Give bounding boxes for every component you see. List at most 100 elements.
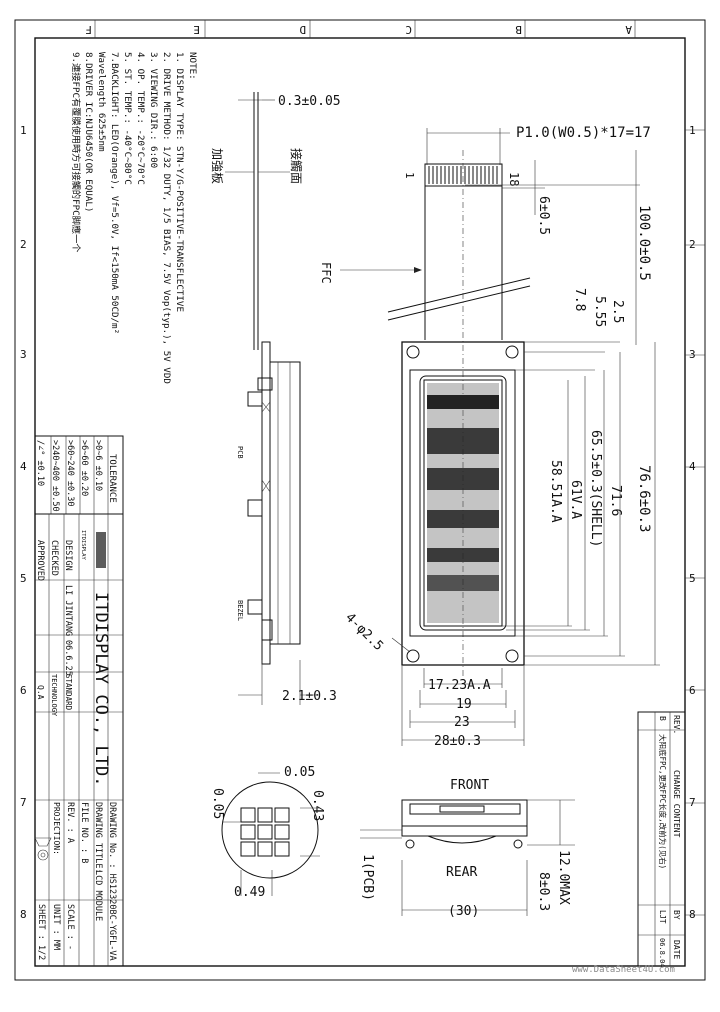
dim-17-23-aa: 17.23A.A <box>428 678 491 693</box>
dim-71-6: 71.6 <box>608 485 623 516</box>
pin-detail: 0.05 0.05 0.43 0.49 <box>210 765 325 900</box>
note-line: 7.BACKLIGHT: LED(Orange), Vf=5.0V, If<15… <box>109 52 120 334</box>
note-line: 3. VIEWING DIR.: 6:00 <box>148 52 159 168</box>
dim-12-max: 12.0MAX <box>556 850 571 905</box>
title-block: DESIGN CHECKED APPROVED LI JINTANG 06.6.… <box>34 513 124 967</box>
dim-19: 19 <box>456 697 472 712</box>
rev-entry: B <box>658 716 667 721</box>
tb-design-label: DESIGN <box>63 540 73 571</box>
tb-designer: LI JINTANG <box>63 585 73 636</box>
border-letter: D <box>299 23 306 36</box>
dim-5-55: 5.55 <box>592 296 607 327</box>
tb-checked-label: CHECKED <box>49 540 59 576</box>
dim-100: 100.0±0.5 <box>636 205 652 281</box>
dim-61-va: 61V.A <box>568 480 583 519</box>
dim-pin-005-left: 0.05 <box>210 788 225 819</box>
border-number: 8 <box>20 908 27 921</box>
tolerance-table: TOLERANCE >0~6 ±0.10 >6~60 ±0.20 >60~240… <box>34 435 124 515</box>
dim-65-5-shell: 65.5±0.3(SHELL) <box>588 430 603 547</box>
date-header: DATE <box>672 940 681 959</box>
dim-58-51-aa: 58.51A.A <box>548 460 563 523</box>
dim-23: 23 <box>454 715 470 730</box>
dim-pcb-1: 1(PCB) <box>360 854 375 901</box>
dim-pin-005-top: 0.05 <box>284 765 315 780</box>
tolerance-row: >60~240 ±0.30 <box>65 440 75 507</box>
drawing-number: DRAWING No. : HS12320BC-YGFL-VA <box>107 802 117 961</box>
projection-symbol-icon <box>34 837 52 861</box>
border-number: 8 <box>689 908 696 921</box>
dim-2-5: 2.5 <box>610 300 625 323</box>
tb-technology: TECHNOLOGY <box>50 674 58 717</box>
border-number: 7 <box>689 796 696 809</box>
watermark: www.DataSheet4U.com <box>572 965 675 975</box>
dim-28: 28±0.3 <box>434 734 481 749</box>
border-number: 2 <box>689 238 696 251</box>
dim-thickness-top: 0.3±0.05 <box>278 94 341 109</box>
dim-thickness-bottom: 2.1±0.3 <box>282 689 337 704</box>
file-number: FILE NO. : B <box>79 802 89 863</box>
change-content-entry: 大阳底FPC,更改FPC长度,改前为(见右) <box>658 734 668 869</box>
tb-standard: STANDARD <box>64 674 73 711</box>
notes-title: NOTE: <box>187 52 198 80</box>
border-number: 6 <box>20 684 27 697</box>
change-content-header: CHANGE CONTENT <box>672 770 681 838</box>
border-letter: C <box>405 23 412 36</box>
front-view: P1.0(W0.5)*17=17 1 18 6±0.5 <box>342 125 660 749</box>
label-contact-face: 接觸面 <box>289 148 304 184</box>
tolerance-row: >240~400 ±0.50 <box>50 440 60 512</box>
dim-pin-043: 0.43 <box>310 790 325 821</box>
border-letter: B <box>515 23 522 36</box>
dim-7-8: 7.8 <box>572 288 587 311</box>
border-number: 5 <box>20 572 27 585</box>
border-number: 6 <box>689 684 696 697</box>
tolerance-title: TOLERANCE <box>107 454 117 503</box>
drawing-title: LCD MODULE <box>93 870 103 921</box>
ffc-callout: FFC <box>319 262 531 321</box>
revision-table: REV. CHANGE CONTENT BY DATE B 大阳底FPC,更改F… <box>637 711 686 968</box>
label-stiffener: 加強板 <box>210 148 224 184</box>
note-line: Wavelength 625±5nm <box>96 52 107 152</box>
note-line: 1. DISPLAY TYPE: STN-Y/G-POSITIVE-TRANSF… <box>174 52 185 312</box>
note-line: 5. ST. TEMP.: -40°C~80°C <box>122 52 133 185</box>
bottom-view: FRONT REAR 1(PCB) (30) 12.0MAX 8±0.3 <box>360 778 575 919</box>
tb-qa: Q.A <box>36 685 45 700</box>
border-number: 2 <box>20 238 27 251</box>
dim-fpc-6: 6±0.5 <box>536 196 551 235</box>
date-entry: 06.8.04 <box>658 938 666 968</box>
drawing-frame <box>14 19 706 981</box>
label-rear: REAR <box>446 865 477 880</box>
note-line: 9.連接FPC有覆膜使用時方可接觸的FPC脚應一个 <box>70 52 82 252</box>
notes-block: NOTE: 1. DISPLAY TYPE: STN-Y/G-POSITIVE-… <box>70 52 198 384</box>
dim-76-6: 76.6±0.3 <box>636 465 652 532</box>
dim-pin-049: 0.49 <box>234 885 265 900</box>
border-letter: F <box>85 23 92 36</box>
border-number: 1 <box>689 124 696 137</box>
drawing-title-label: DRAWING TITLE: <box>93 802 103 874</box>
tolerance-row: >6~60 ±0.20 <box>79 440 89 496</box>
revision-value: REV. : A <box>65 802 75 843</box>
tolerance-row: /∠° ±0.10 <box>35 440 45 486</box>
dim-pitch: P1.0(W0.5)*17=17 <box>516 125 651 141</box>
border-letter: E <box>193 23 200 36</box>
tb-date: 06.6.25 <box>63 640 73 676</box>
border-number: 3 <box>20 348 27 361</box>
side-small-label-pcb: PCB <box>236 446 244 459</box>
dim-30: (30) <box>448 904 479 919</box>
fpc-pins <box>424 163 503 187</box>
note-line: 4. OP. TEMP.: -20°C~70°C <box>135 52 146 185</box>
unit: UNIT : MM <box>51 904 61 950</box>
border-letters: A B C D E F <box>85 23 632 36</box>
border-numbers-right: 1 2 3 4 5 6 7 8 <box>689 124 696 921</box>
note-line: 2. DRIVE METHOD: 1/32 DUTY, 1/5 BIAS, 7.… <box>161 52 172 384</box>
label-front: FRONT <box>450 778 489 793</box>
pin-18-label: 18 <box>507 172 521 186</box>
projection-label: PROJECTION: <box>52 802 61 855</box>
by-entry: LJT <box>658 910 667 924</box>
note-line: 8.DRIVER IC:NJU6450(OR EQUAL) <box>83 52 94 212</box>
border-number: 7 <box>20 796 27 809</box>
logo-text: ITDISPLAY <box>80 530 86 560</box>
tolerance-row: >0~6 ±0.10 <box>93 440 103 491</box>
rev-header: REV. <box>672 715 681 734</box>
side-view: 0.3±0.05 接觸面 加強板 PCB BEZEL 2.1±0.3 <box>210 92 341 705</box>
